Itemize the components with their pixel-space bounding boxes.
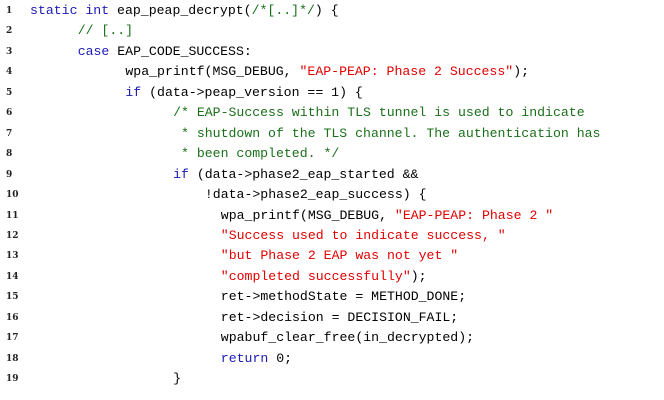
code-line: 4 wpa_printf(MSG_DEBUG, "EAP-PEAP: Phase … — [0, 62, 664, 82]
line-number: 2 — [6, 26, 13, 37]
line-number: 14 — [6, 271, 19, 282]
code-line: 15 ret->methodState = METHOD_DONE; — [0, 287, 664, 307]
line-number: 19 — [6, 374, 19, 385]
code-token: !data->phase2_eap_success) { — [204, 187, 427, 203]
line-number: 16 — [6, 312, 19, 323]
keyword-token: case — [77, 43, 110, 59]
code-token: ) { — [314, 3, 339, 18]
code-text: return 0; — [221, 349, 292, 369]
string-token: "EAP-PEAP: Phase 2 " — [394, 207, 554, 223]
code-line: 10 !data->phase2_eap_success) { — [0, 185, 664, 205]
code-token: ret->methodState = METHOD_DONE; — [220, 289, 467, 305]
code-line: 12 "Success used to indicate success, " — [0, 226, 664, 246]
code-line: 14 "completed successfully"); — [0, 267, 664, 287]
line-number: 7 — [6, 128, 13, 139]
code-text: wpabuf_clear_free(in_decrypted); — [221, 328, 474, 348]
code-token: 0; — [268, 350, 293, 366]
code-text: // [..] — [78, 21, 133, 41]
line-number: 5 — [6, 87, 13, 98]
code-line: 5 if (data->peap_version == 1) { — [0, 83, 664, 103]
code-line: 7 * shutdown of the TLS channel. The aut… — [0, 124, 664, 144]
code-text: wpa_printf(MSG_DEBUG, "EAP-PEAP: Phase 2… — [221, 206, 553, 226]
code-line: 13 "but Phase 2 EAP was not yet " — [0, 246, 664, 266]
code-text: * been completed. */ — [173, 144, 339, 164]
code-line: 2 // [..] — [0, 21, 664, 41]
line-number: 12 — [6, 230, 19, 241]
line-number: 4 — [6, 67, 13, 78]
line-number: 10 — [6, 190, 19, 201]
line-number: 6 — [6, 108, 13, 119]
code-token: (data->phase2_eap_started && — [188, 166, 419, 182]
keyword-token: if — [125, 84, 142, 100]
code-text: if (data->phase2_eap_started && — [173, 165, 418, 185]
code-text: ret->methodState = METHOD_DONE; — [221, 287, 466, 307]
code-line: 18 return 0; — [0, 349, 664, 369]
code-text: ret->decision = DECISION_FAIL; — [221, 308, 458, 328]
code-line: 9 if (data->phase2_eap_started && — [0, 165, 664, 185]
code-text: !data->phase2_eap_success) { — [205, 185, 427, 205]
code-text: static int eap_peap_decrypt(/*[..]*/) { — [30, 1, 339, 21]
code-line: 17 wpabuf_clear_free(in_decrypted); — [0, 328, 664, 348]
code-text: "but Phase 2 EAP was not yet " — [221, 246, 458, 266]
code-token: wpa_printf(MSG_DEBUG, — [125, 64, 300, 80]
string-token: "Success used to indicate success, " — [220, 227, 506, 243]
code-text: "completed successfully"); — [221, 267, 427, 287]
line-number: 11 — [6, 210, 19, 221]
comment-token: /*[..]*/ — [251, 3, 315, 18]
code-line: 3 case EAP_CODE_SUCCESS: — [0, 42, 664, 62]
code-line: 8 * been completed. */ — [0, 144, 664, 164]
keyword-token: if — [173, 166, 189, 182]
line-number: 15 — [6, 292, 19, 303]
line-number: 17 — [6, 333, 19, 344]
code-line: 16 ret->decision = DECISION_FAIL; — [0, 308, 664, 328]
code-text: wpa_printf(MSG_DEBUG, "EAP-PEAP: Phase 2… — [125, 62, 529, 82]
code-text: case EAP_CODE_SUCCESS: — [78, 42, 252, 62]
code-token: } — [173, 371, 182, 387]
keyword-token: static int — [30, 3, 110, 18]
keyword-token: return — [220, 350, 269, 366]
line-number: 9 — [6, 169, 13, 180]
code-token: ret->decision = DECISION_FAIL; — [220, 309, 459, 325]
string-token: "completed successfully" — [220, 268, 411, 284]
line-number: 8 — [6, 149, 13, 160]
string-token: "but Phase 2 EAP was not yet " — [220, 248, 459, 264]
code-line: 6 /* EAP-Success within TLS tunnel is use… — [0, 103, 664, 123]
comment-token: * shutdown of the TLS channel. The authe… — [173, 125, 601, 141]
code-text: * shutdown of the TLS channel. The authe… — [173, 124, 600, 144]
line-number: 18 — [6, 353, 19, 364]
code-text: "Success used to indicate success, " — [221, 226, 506, 246]
comment-token: /* EAP-Success within TLS tunnel is used… — [173, 105, 585, 121]
code-line: 11 wpa_printf(MSG_DEBUG, "EAP-PEAP: Phase… — [0, 206, 664, 226]
code-text: } — [173, 369, 181, 389]
code-token: EAP_CODE_SUCCESS: — [109, 43, 252, 59]
line-number: 13 — [6, 251, 19, 262]
string-token: "EAP-PEAP: Phase 2 Success" — [299, 64, 514, 80]
code-text: if (data->peap_version == 1) { — [125, 83, 362, 103]
comment-token: * been completed. */ — [173, 146, 340, 162]
code-token: wpa_printf(MSG_DEBUG, — [220, 207, 395, 223]
line-number: 3 — [6, 46, 13, 57]
code-token: ); — [513, 64, 530, 80]
code-token: ); — [410, 268, 427, 284]
code-line: 1 static int eap_peap_decrypt(/*[..]*/) { — [0, 1, 664, 21]
code-text: /* EAP-Success within TLS tunnel is used… — [173, 103, 585, 123]
code-token: eap_peap_decrypt( — [109, 3, 252, 18]
code-token: wpabuf_clear_free(in_decrypted); — [220, 330, 475, 346]
code-line: 19} — [0, 369, 664, 389]
line-number: 1 — [6, 6, 13, 16]
code-token: (data->peap_version == 1) { — [141, 84, 363, 100]
comment-token: // [..] — [77, 23, 134, 39]
